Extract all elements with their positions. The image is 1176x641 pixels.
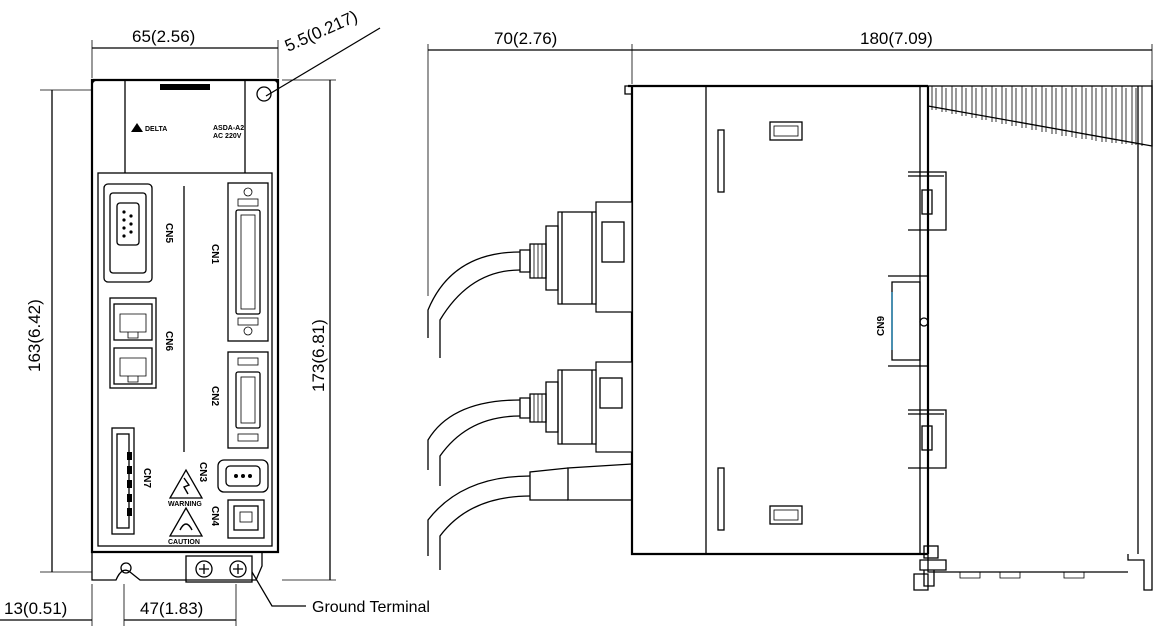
front-dimensions: 65(2.56) 5.5(0.217) 163(6.42) 173(6.81) … bbox=[0, 7, 430, 626]
cn7-label: CN7 bbox=[141, 468, 152, 488]
cn7-connector bbox=[111, 427, 135, 535]
front-inner-panel bbox=[97, 172, 273, 547]
ground-screw-2 bbox=[229, 560, 247, 578]
front-width-dim: 65(2.56) bbox=[132, 27, 195, 46]
bottom-bracket bbox=[91, 552, 263, 581]
cn6-connector bbox=[109, 297, 157, 389]
top-cover bbox=[91, 79, 279, 173]
cn3-label: CN3 bbox=[197, 462, 208, 482]
ground-terminal-label: Ground Terminal bbox=[312, 599, 430, 616]
connector-plug-1 bbox=[427, 201, 633, 358]
cn5-label: CN5 bbox=[163, 223, 174, 243]
brand-logo-icon bbox=[131, 123, 143, 132]
bottom-offset-dim: 13(0.51) bbox=[4, 599, 67, 618]
cn9-port bbox=[888, 275, 929, 367]
cn2-connector bbox=[227, 351, 269, 449]
bottom-mount-hole bbox=[120, 562, 132, 574]
front-height-inner-dim: 163(6.42) bbox=[25, 299, 44, 372]
mount-hole-dim: 5.5(0.217) bbox=[282, 7, 361, 56]
side-latch-1 bbox=[769, 121, 803, 141]
ground-terminal-block bbox=[185, 555, 253, 583]
model-text: ASDA-A2 bbox=[213, 125, 244, 132]
warning-label: WARNING bbox=[168, 501, 202, 508]
bottom-width-dim: 47(1.83) bbox=[140, 599, 203, 618]
cn2-label: CN2 bbox=[209, 386, 220, 406]
side-tab-lower bbox=[908, 409, 947, 469]
cable-3 bbox=[427, 463, 633, 570]
connector-plug-2 bbox=[427, 361, 633, 486]
cn1-label: CN1 bbox=[209, 244, 220, 264]
side-body-depth-dim: 180(7.09) bbox=[860, 29, 933, 48]
cn4-label: CN4 bbox=[209, 506, 220, 526]
cn9-label: CN9 bbox=[876, 316, 887, 336]
top-vent-slot bbox=[160, 84, 210, 90]
side-connector-depth-dim: 70(2.76) bbox=[494, 29, 557, 48]
heatsink-fins bbox=[927, 85, 1153, 147]
cn3-connector bbox=[217, 459, 269, 493]
ground-screw-1 bbox=[195, 560, 213, 578]
cn6-label: CN6 bbox=[163, 331, 174, 351]
side-view: CN9 bbox=[427, 80, 1153, 591]
cn5-connector bbox=[103, 183, 153, 283]
warning-icon bbox=[168, 468, 204, 499]
side-tab-upper bbox=[908, 171, 947, 231]
brand-text: DELTA bbox=[145, 126, 167, 133]
caution-label: CAUTION bbox=[168, 539, 200, 546]
front-view: DELTA ASDA-A2 AC 220V CN5 CN6 bbox=[90, 78, 280, 583]
cn1-connector bbox=[227, 182, 269, 342]
caution-icon bbox=[168, 506, 204, 537]
cn4-connector bbox=[227, 499, 265, 539]
front-height-total-dim: 173(6.81) bbox=[309, 319, 328, 392]
side-slot-1 bbox=[717, 129, 725, 193]
mount-hole-top bbox=[256, 86, 272, 102]
side-dimensions: 70(2.76) 180(7.09) bbox=[427, 29, 1153, 296]
voltage-text: AC 220V bbox=[213, 133, 242, 140]
side-slot-2 bbox=[717, 467, 725, 531]
side-ground-screw bbox=[913, 545, 947, 591]
side-latch-2 bbox=[769, 505, 803, 525]
